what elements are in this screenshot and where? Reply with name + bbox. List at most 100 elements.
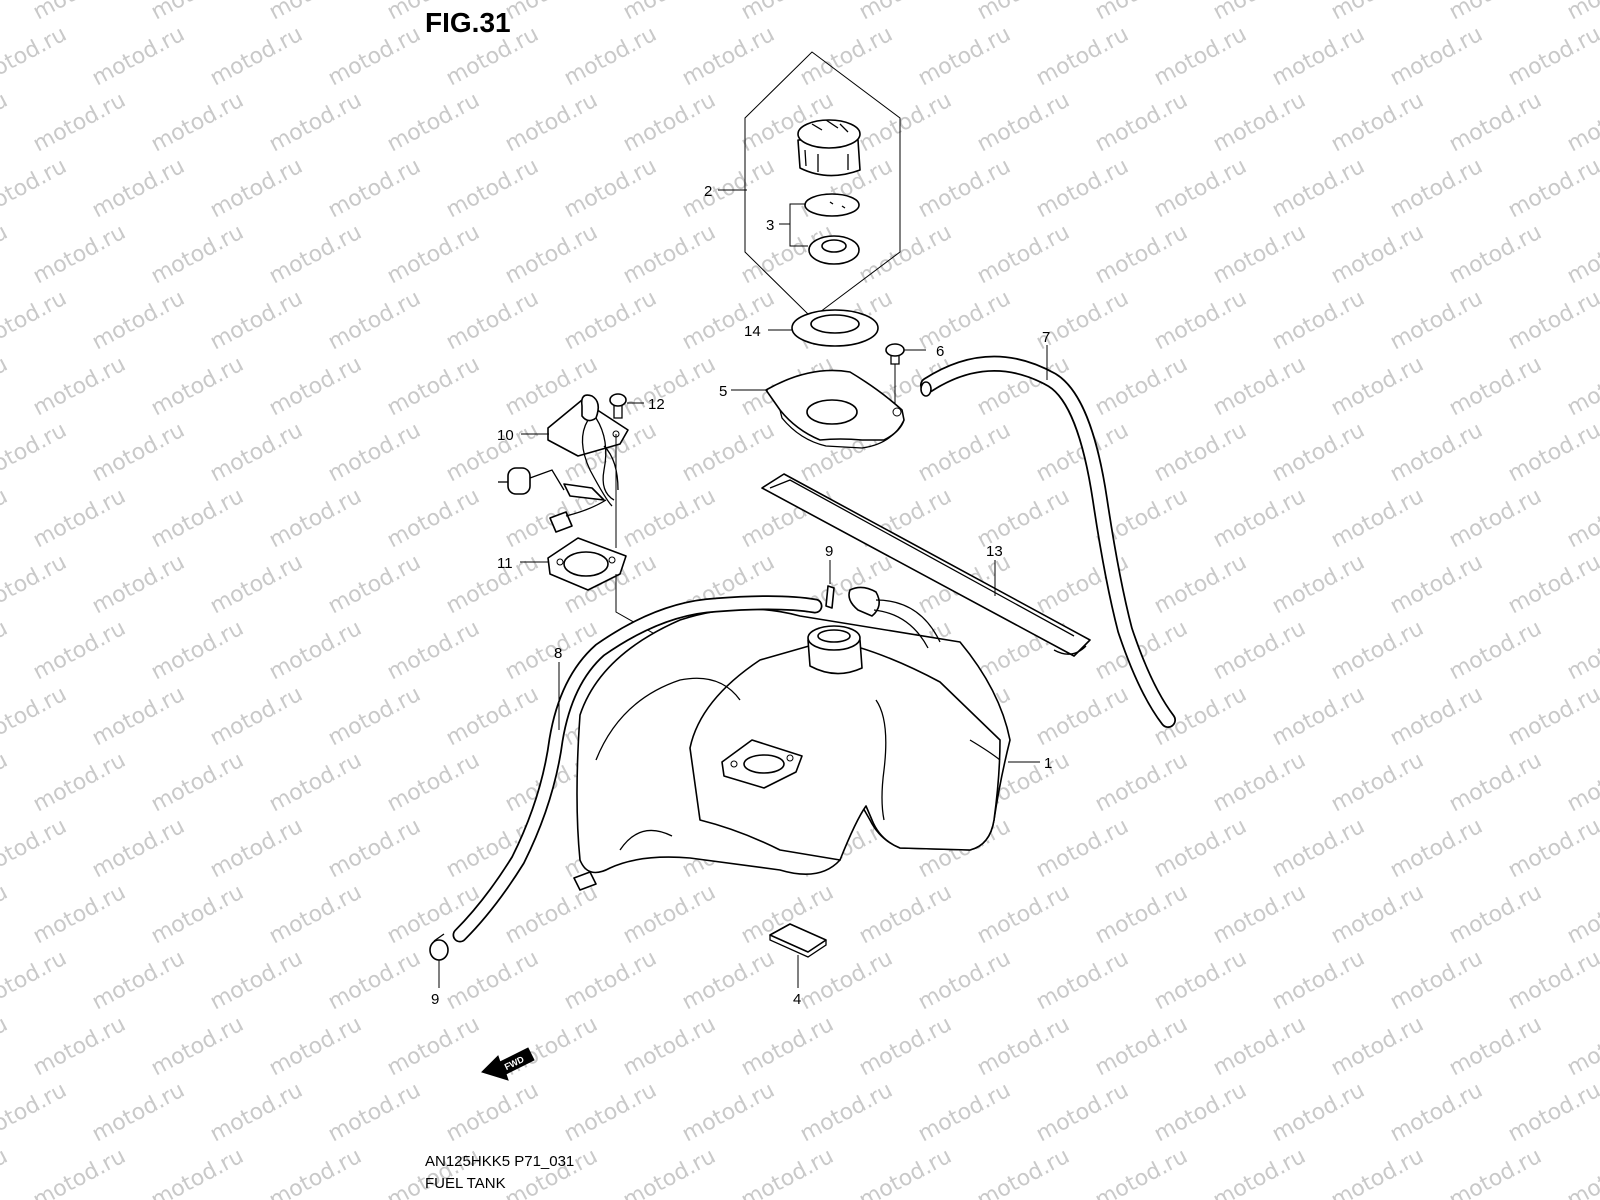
watermark-text: motod.ru: [206, 1078, 307, 1147]
watermark-text: motod.ru: [1504, 550, 1600, 619]
watermark-text: motod.ru: [1386, 550, 1487, 619]
watermark-text: motod.ru: [1327, 1012, 1428, 1081]
watermark-text: motod.ru: [973, 1012, 1074, 1081]
watermark-text: motod.ru: [855, 880, 956, 949]
watermark-text: motod.ru: [29, 0, 130, 25]
watermark-text: motod.ru: [1386, 418, 1487, 487]
callout-12: 12: [648, 396, 665, 413]
watermark-text: motod.ru: [560, 22, 661, 91]
watermark-text: motod.ru: [0, 0, 12, 25]
watermark-text: motod.ru: [1327, 484, 1428, 553]
watermark-text: motod.ru: [1150, 946, 1251, 1015]
watermark-text: motod.ru: [560, 946, 661, 1015]
callout-9-lower: 9: [431, 991, 439, 1008]
watermark-text: motod.ru: [1091, 0, 1192, 25]
watermark-text: motod.ru: [0, 550, 71, 619]
watermark-text: motod.ru: [0, 616, 12, 685]
watermark-text: motod.ru: [265, 616, 366, 685]
watermark-text: motod.ru: [619, 484, 720, 553]
watermark-text: motod.ru: [0, 1078, 71, 1147]
callout-3: 3: [766, 217, 774, 234]
watermark-text: motod.ru: [619, 220, 720, 289]
watermark-text: motod.ru: [265, 484, 366, 553]
watermark-text: motod.ru: [855, 220, 956, 289]
watermark-text: motod.ru: [973, 88, 1074, 157]
watermark-text: motod.ru: [147, 1144, 248, 1200]
watermark-text: motod.ru: [1563, 88, 1600, 157]
watermark-text: motod.ru: [1386, 946, 1487, 1015]
watermark-text: motod.ru: [1150, 814, 1251, 883]
watermark-text: motod.ru: [0, 286, 71, 355]
watermark-text: motod.ru: [1386, 1078, 1487, 1147]
watermark-text: motod.ru: [1386, 22, 1487, 91]
watermark-text: motod.ru: [383, 1012, 484, 1081]
watermark-text: motod.ru: [619, 1012, 720, 1081]
watermark-text: motod.ru: [1209, 484, 1310, 553]
watermark-text: motod.ru: [1091, 88, 1192, 157]
watermark-text: motod.ru: [560, 286, 661, 355]
watermark-text: motod.ru: [442, 550, 543, 619]
watermark-text: motod.ru: [1268, 1078, 1369, 1147]
watermark-text: motod.ru: [1150, 418, 1251, 487]
watermark-text: motod.ru: [1327, 1144, 1428, 1200]
watermark-text: motod.ru: [1327, 616, 1428, 685]
watermark-text: motod.ru: [1209, 1012, 1310, 1081]
watermark-text: motod.ru: [501, 880, 602, 949]
watermark-text: motod.ru: [206, 814, 307, 883]
watermark-text: motod.ru: [619, 352, 720, 421]
watermark-text: motod.ru: [737, 1012, 838, 1081]
fuel-hose-part: [452, 595, 823, 943]
watermark-text: motod.ru: [1445, 748, 1546, 817]
figure-title: FIG.31: [425, 7, 511, 38]
watermark-text: motod.ru: [1445, 220, 1546, 289]
watermark-text: motod.ru: [29, 484, 130, 553]
bolt-part-6: [885, 343, 905, 365]
figure-caption: FUEL TANK: [425, 1175, 506, 1192]
watermark-text: motod.ru: [1150, 22, 1251, 91]
watermark-text: motod.ru: [0, 352, 12, 421]
watermark-text: motod.ru: [973, 880, 1074, 949]
gauge-gasket-part: [547, 537, 627, 591]
fuel-level-gauge-part: [498, 394, 629, 533]
watermark-text: motod.ru: [1445, 880, 1546, 949]
watermark-text: motod.ru: [206, 682, 307, 751]
watermark-text: motod.ru: [206, 286, 307, 355]
watermark-text: motod.ru: [442, 154, 543, 223]
watermark-text: motod.ru: [324, 550, 425, 619]
watermark-text: motod.ru: [619, 880, 720, 949]
watermark-text: motod.ru: [1091, 880, 1192, 949]
watermark-text: motod.ru: [914, 22, 1015, 91]
watermark-text: motod.ru: [1209, 220, 1310, 289]
watermark-text: motod.ru: [147, 484, 248, 553]
watermark-text: motod.ru: [29, 1144, 130, 1200]
watermark-text: motod.ru: [29, 352, 130, 421]
watermark-text: motod.ru: [206, 946, 307, 1015]
watermark-text: motod.ru: [324, 154, 425, 223]
watermark-text: motod.ru: [619, 0, 720, 25]
watermark-text: motod.ru: [1268, 154, 1369, 223]
watermark-text: motod.ru: [88, 946, 189, 1015]
watermark-text: motod.ru: [1504, 418, 1600, 487]
watermark-text: motod.ru: [501, 220, 602, 289]
watermark-text: motod.ru: [560, 154, 661, 223]
watermark-text: motod.ru: [0, 220, 12, 289]
callout-2: 2: [704, 183, 712, 200]
watermark-text: motod.ru: [1150, 154, 1251, 223]
watermark-text: motod.ru: [88, 22, 189, 91]
watermark-text: motod.ru: [1563, 352, 1600, 421]
watermark-text: motod.ru: [914, 286, 1015, 355]
callout-8: 8: [554, 645, 562, 662]
watermark-text: motod.ru: [796, 1078, 897, 1147]
watermark-text: motod.ru: [1504, 286, 1600, 355]
watermark-text: motod.ru: [1386, 154, 1487, 223]
watermark-text: motod.ru: [324, 814, 425, 883]
watermark-text: motod.ru: [1563, 1012, 1600, 1081]
watermark-text: motod.ru: [442, 1078, 543, 1147]
callout-10: 10: [497, 427, 514, 444]
tank-strap-part: [761, 473, 1091, 657]
watermark-text: motod.ru: [1386, 682, 1487, 751]
watermark-text: motod.ru: [0, 682, 71, 751]
watermark-text: motod.ru: [1209, 1144, 1310, 1200]
watermark-text: motod.ru: [324, 946, 425, 1015]
watermark-text: motod.ru: [383, 748, 484, 817]
